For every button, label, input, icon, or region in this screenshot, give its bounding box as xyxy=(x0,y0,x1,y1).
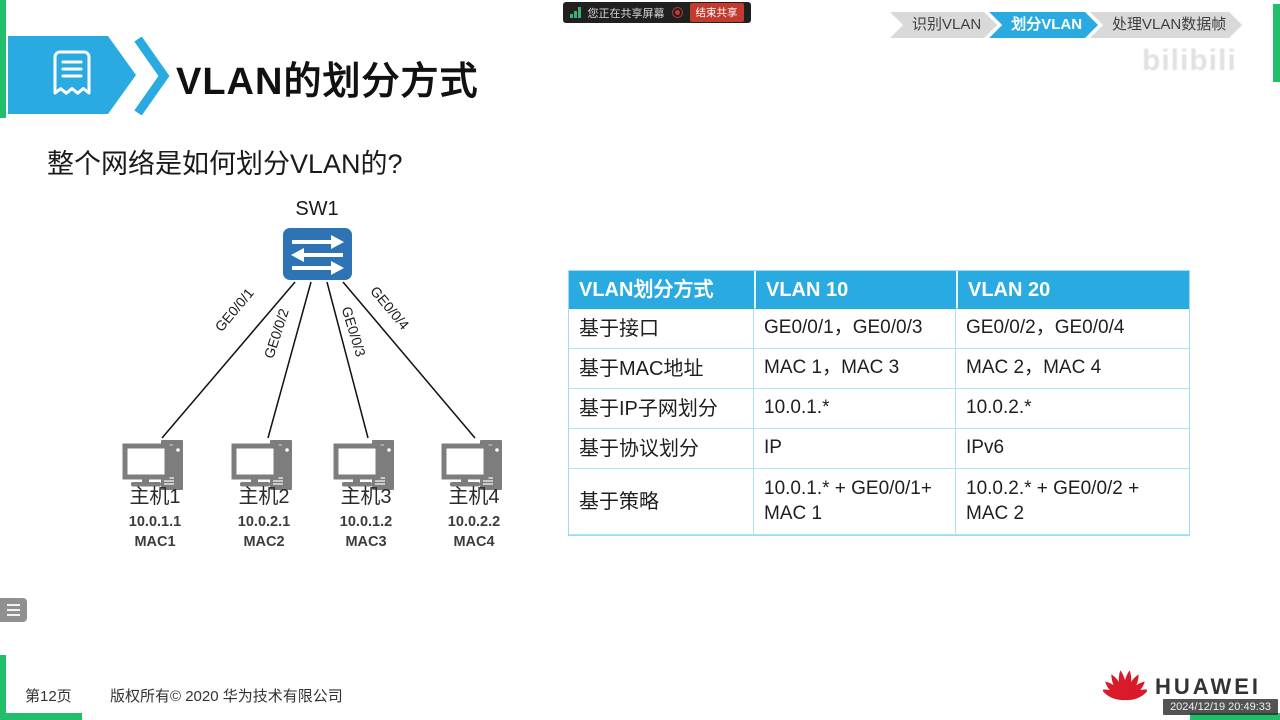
host-ip: 10.0.2.1 xyxy=(238,514,290,530)
table-cell: MAC 2，MAC 4 xyxy=(956,349,1189,389)
switch-label: SW1 xyxy=(295,198,338,220)
table-header-vlan20: VLAN 20 xyxy=(956,271,1189,309)
host-name: 主机2 xyxy=(238,485,289,508)
vlan-table: VLAN划分方式 VLAN 10 VLAN 20 基于接口 GE0/0/1，GE… xyxy=(568,270,1190,536)
stop-share-button[interactable]: 结束共享 xyxy=(689,3,744,22)
document-icon xyxy=(50,49,94,101)
question-text: 整个网络是如何划分VLAN的? xyxy=(47,149,403,179)
breadcrumb-item-process-vlan-frame: 处理VLAN数据帧 xyxy=(1090,12,1242,38)
host-2: 主机2 10.0.2.1 MAC2 xyxy=(234,440,292,550)
host-mac: MAC2 xyxy=(243,534,284,550)
bilibili-watermark: bilibili xyxy=(1142,44,1237,77)
host-4: 主机4 10.0.2.2 MAC4 xyxy=(444,440,502,550)
table-cell: 10.0.2.* + GE0/0/2 + MAC 2 xyxy=(956,469,1189,535)
host-mac: MAC3 xyxy=(345,534,386,550)
table-header-method: VLAN划分方式 xyxy=(569,271,754,309)
table-cell: GE0/0/1，GE0/0/3 xyxy=(754,309,956,349)
host-ip: 10.0.1.2 xyxy=(340,514,392,530)
switch-icon xyxy=(283,228,352,280)
table-row-label: 基于协议划分 xyxy=(569,429,754,469)
list-icon[interactable] xyxy=(0,598,27,622)
table-row-label: 基于MAC地址 xyxy=(569,349,754,389)
screen-share-toolbar: 您正在共享屏幕 结束共享 xyxy=(563,2,751,23)
pc-icon xyxy=(444,440,502,490)
table-row-label: 基于IP子网划分 xyxy=(569,389,754,429)
pc-icon xyxy=(336,440,394,490)
breadcrumb-item-divide-vlan: 划分VLAN xyxy=(989,12,1098,38)
table-cell: 10.0.2.* xyxy=(956,389,1189,429)
title-banner xyxy=(8,36,136,114)
table-cell: MAC 1，MAC 3 xyxy=(754,349,956,389)
host-name: 主机3 xyxy=(340,485,391,508)
copyright-text: 版权所有© 2020 华为技术有限公司 xyxy=(110,688,343,705)
link-lines xyxy=(161,281,476,439)
host-name: 主机4 xyxy=(448,485,499,508)
host-3: 主机3 10.0.1.2 MAC3 xyxy=(336,440,394,550)
table-row-label: 基于策略 xyxy=(569,469,754,535)
host-1: 主机1 10.0.1.1 MAC1 xyxy=(125,440,183,550)
table-cell: IP xyxy=(754,429,956,469)
huawei-flower-icon xyxy=(1103,670,1147,701)
table-cell: GE0/0/2，GE0/0/4 xyxy=(956,309,1189,349)
huawei-logo-text: HUAWEI xyxy=(1155,674,1261,699)
host-mac: MAC1 xyxy=(134,534,175,550)
title-chevron-icon xyxy=(134,37,170,115)
host-ip: 10.0.2.2 xyxy=(448,514,500,530)
port-label-ge0-0-4: GE0/0/4 xyxy=(367,283,412,333)
host-ip: 10.0.1.1 xyxy=(129,514,181,530)
page-title: VLAN的划分方式 xyxy=(176,61,479,103)
table-row-label: 基于接口 xyxy=(569,309,754,349)
pc-icon xyxy=(234,440,292,490)
port-label-ge0-0-1: GE0/0/1 xyxy=(212,285,257,335)
table-cell: 10.0.1.* + GE0/0/1+ MAC 1 xyxy=(754,469,956,535)
share-frame-right-top xyxy=(1273,4,1280,82)
huawei-logo: HUAWEI xyxy=(1103,670,1261,704)
share-status-text: 您正在共享屏幕 xyxy=(587,7,665,20)
pc-icon xyxy=(125,440,183,490)
table-cell: IPv6 xyxy=(956,429,1189,469)
breadcrumb: 识别VLAN 划分VLAN 处理VLAN数据帧 xyxy=(890,12,1242,38)
table-cell: 10.0.1.* xyxy=(754,389,956,429)
record-icon[interactable] xyxy=(671,7,683,18)
host-mac: MAC4 xyxy=(453,534,494,550)
port-label-ge0-0-2: GE0/0/2 xyxy=(261,306,292,360)
port-label-ge0-0-3: GE0/0/3 xyxy=(339,305,369,359)
breadcrumb-item-identify-vlan: 识别VLAN xyxy=(890,12,997,38)
host-name: 主机1 xyxy=(129,485,180,508)
page-number: 第12页 xyxy=(25,688,72,705)
share-frame-bottom-right xyxy=(1190,713,1280,720)
network-diagram: SW1 GE0/0/1 GE0/0/2 GE0/0/3 GE0/0/4 xyxy=(100,198,540,550)
timestamp-badge: 2024/12/19 20:49:33 xyxy=(1163,699,1278,715)
share-frame-left-top xyxy=(0,0,6,118)
share-frame-bottom-left xyxy=(0,713,82,720)
signal-icon xyxy=(570,7,581,18)
share-frame-left-bottom xyxy=(0,655,6,720)
table-header-vlan10: VLAN 10 xyxy=(754,271,956,309)
